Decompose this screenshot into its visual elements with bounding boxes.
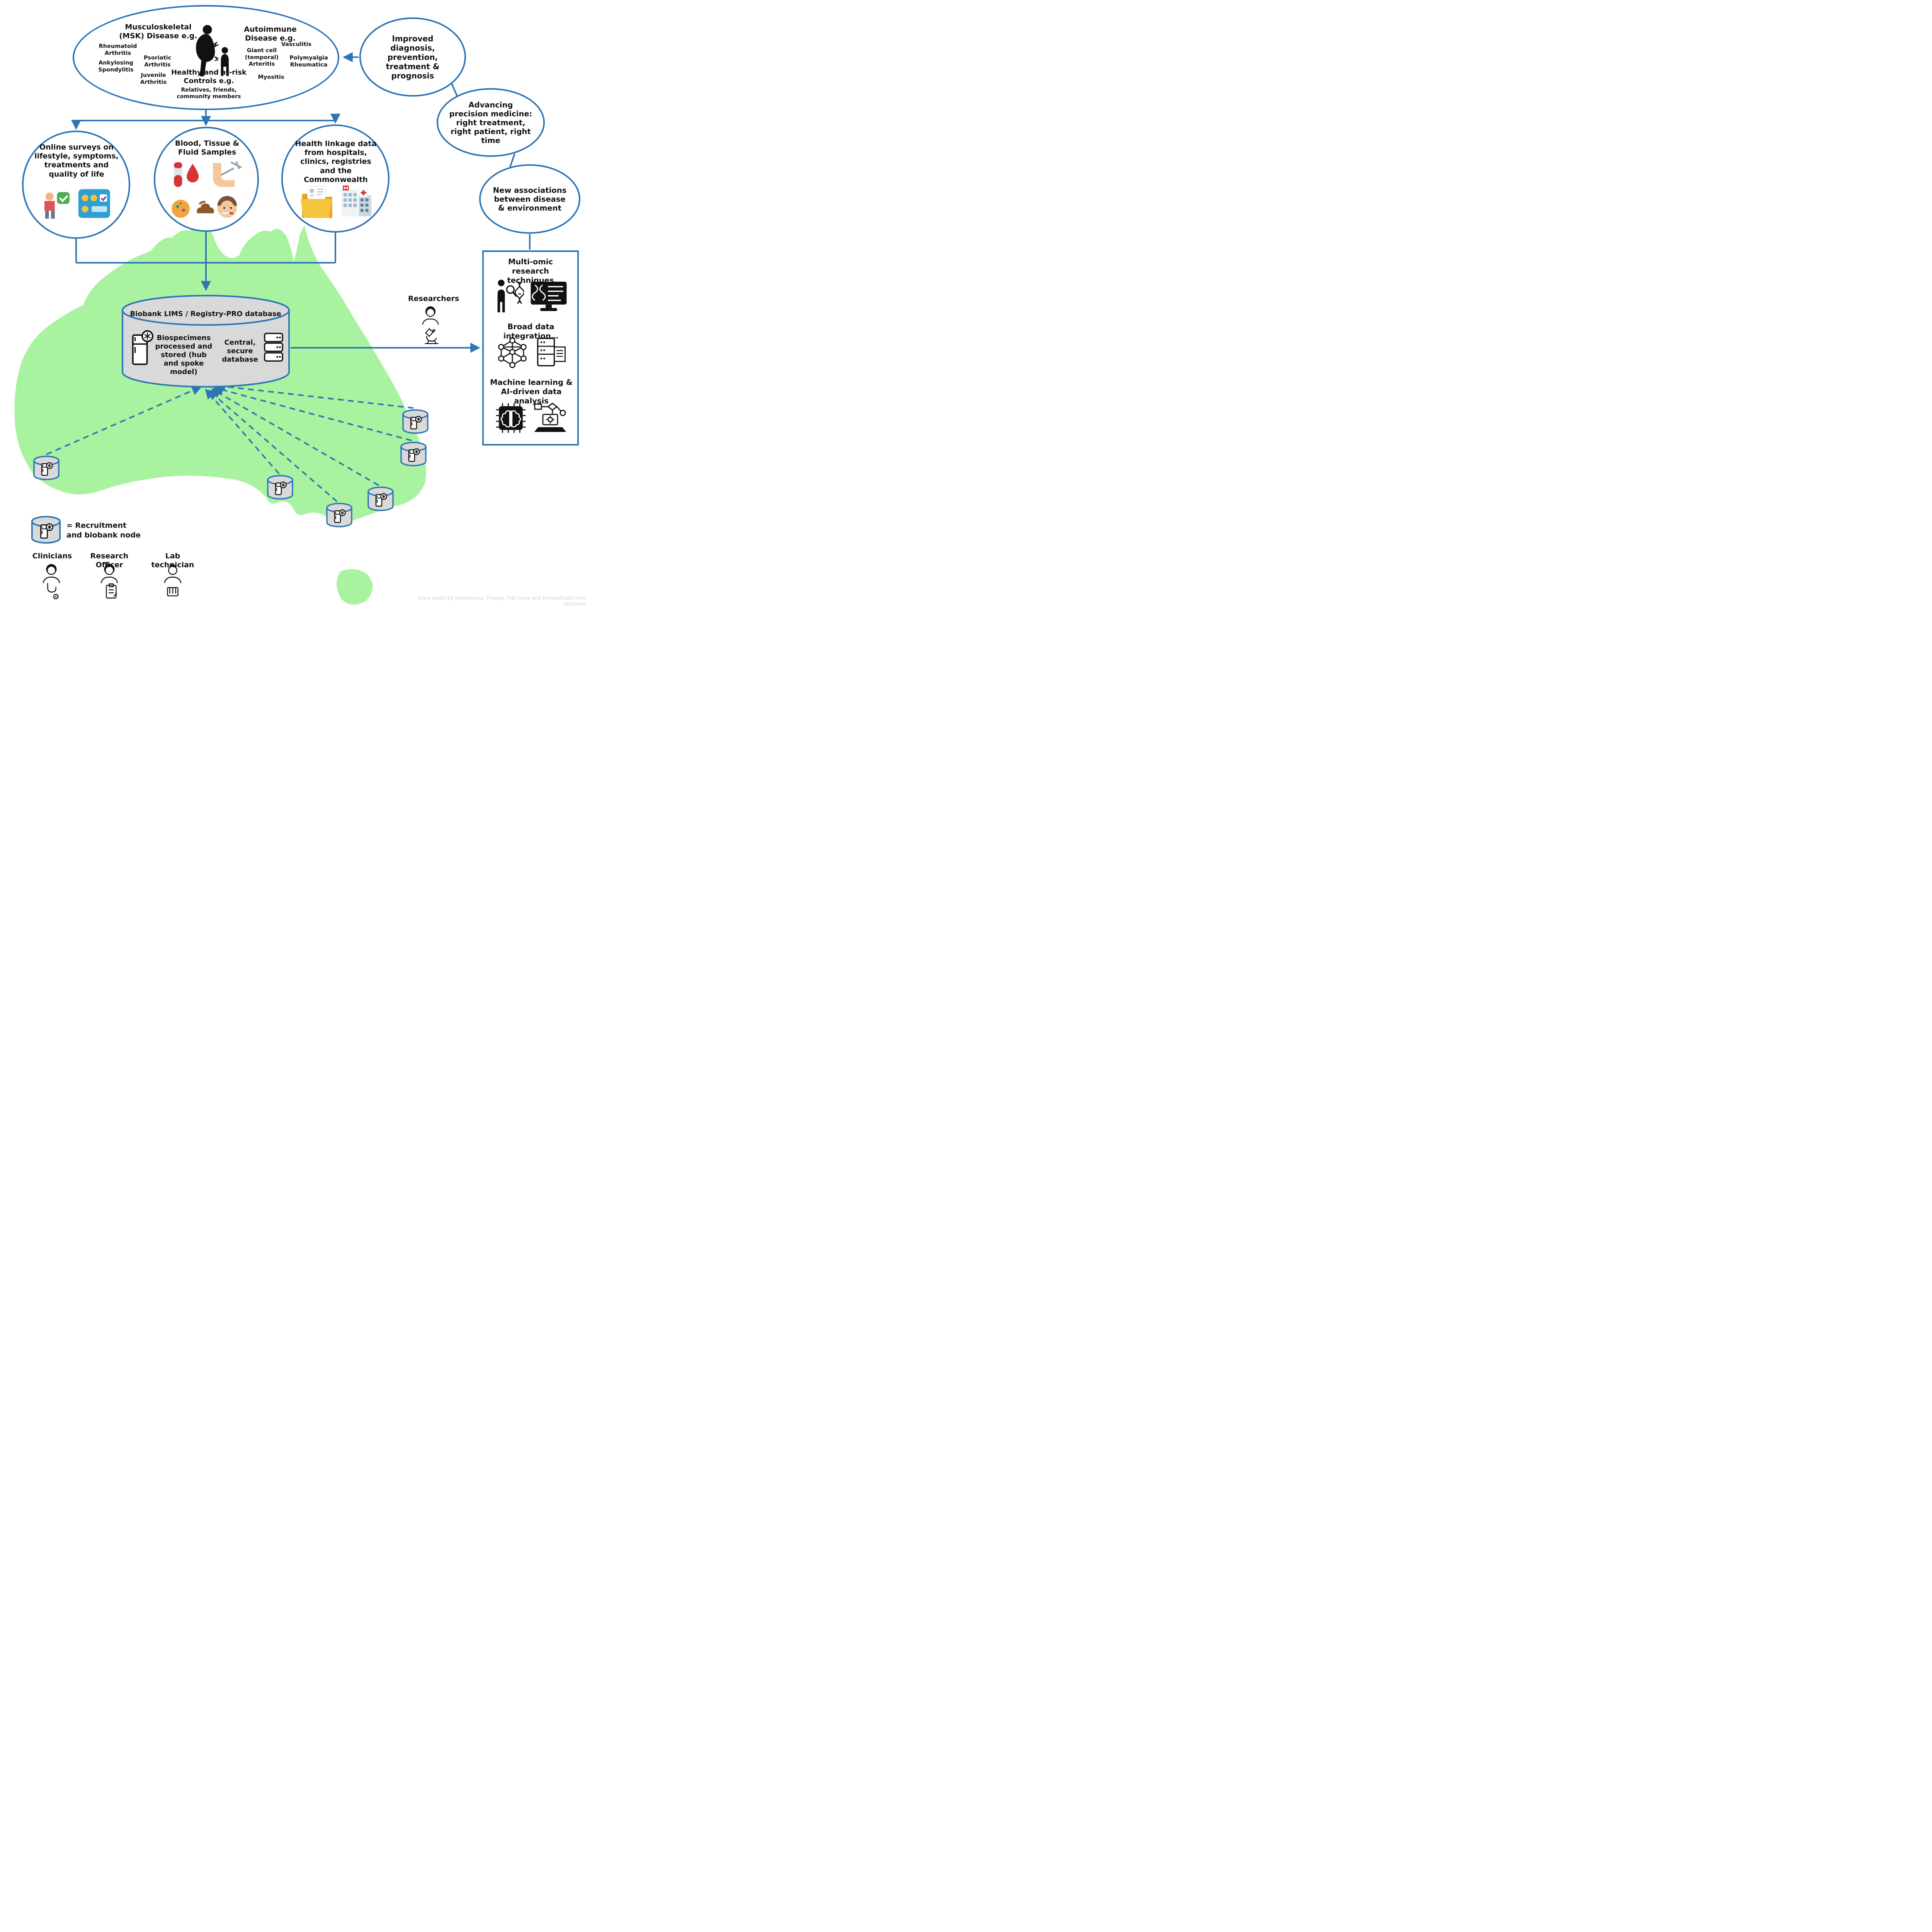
msk-title: Musculoskeletal (MSK) Disease e.g. [119, 23, 197, 41]
autoimmune-item: Giant cell (temporal) Arteritis [245, 48, 279, 68]
msk-item: Juvenile Arthritis [140, 72, 167, 85]
biobank-node [265, 474, 295, 501]
microscope-icon [422, 327, 441, 345]
samples-circle: Blood, Tissue & Fluid Samples [154, 127, 259, 232]
controls-subtitle: Relatives, friends, community members [177, 87, 241, 100]
outcome-improved-label: Improved diagnosis, prevention, treatmen… [386, 34, 440, 80]
dashed-node-1 [46, 386, 202, 455]
central-db-label: Central, secure database [222, 338, 258, 364]
machine-learning-title: Machine learning & AI-driven data analys… [490, 378, 573, 405]
server-files-icon [536, 336, 568, 369]
dashed-node-5 [213, 385, 412, 441]
biobank-node [325, 502, 354, 529]
biobank-node [401, 408, 430, 435]
autoimmune-item: Polymyalgia Rheumatica [289, 55, 328, 68]
outcome-associations-ellipse: New associations between disease & envir… [479, 164, 580, 234]
diagram-canvas: Musculoskeletal (MSK) Disease e.g. Rheum… [0, 0, 591, 605]
freezer-icon [130, 329, 154, 368]
dashed-node-6 [215, 381, 414, 409]
biospecimens-label: Biospecimens processed and stored (hub a… [155, 334, 213, 376]
researchers-label: Researchers [408, 294, 459, 303]
outcome-precision-label: Advancing precision medicine: right trea… [449, 100, 532, 145]
biobank-node [399, 440, 428, 468]
lab-technician-icon [161, 563, 185, 603]
linkage-circle: Health linkage data from hospitals, clin… [281, 124, 389, 233]
clinician-icon [39, 563, 63, 603]
surveys-icon [38, 185, 116, 226]
database-title: Biobank LIMS / Registry-PRO database [130, 310, 281, 318]
surveys-circle: Online surveys on lifestyle, symptoms, t… [22, 131, 130, 239]
scientist-dna-icon [495, 278, 524, 314]
legend-node-label: = Recruitment and biobank node [66, 521, 141, 539]
surveys-label: Online surveys on lifestyle, symptoms, t… [34, 143, 119, 179]
dashed-node-4 [211, 388, 379, 486]
line-precision-to-associations [509, 153, 515, 167]
dashed-node-3 [208, 389, 338, 502]
linkage-icon [299, 184, 374, 222]
role-clinicians-label: Clinicians [32, 552, 72, 560]
network-graph-icon [496, 336, 529, 369]
outcome-associations-label: New associations between disease & envir… [493, 185, 567, 213]
msk-item: Psoriatic Arthritis [143, 55, 172, 68]
autoimmune-item: Myositis [258, 74, 284, 80]
database-stack-icon [263, 332, 284, 364]
monitor-dna-icon [529, 281, 568, 313]
biobank-node [366, 485, 395, 512]
tree-top [76, 110, 335, 121]
samples-label: Blood, Tissue & Fluid Samples [175, 139, 240, 157]
researcher-person-icon [420, 305, 441, 326]
cohort-ellipse: Musculoskeletal (MSK) Disease e.g. Rheum… [73, 5, 339, 110]
research-officer-icon [97, 563, 121, 603]
ai-chip-brain-icon [495, 402, 527, 434]
autoimmune-item: Vasculitis [281, 41, 312, 48]
samples-icon [168, 160, 247, 224]
linkage-label: Health linkage data from hospitals, clin… [295, 139, 377, 184]
outcome-improved-ellipse: Improved diagnosis, prevention, treatmen… [359, 17, 466, 97]
biobank-node [32, 454, 61, 481]
controls-title: Healthy and at-risk Controls e.g. [171, 68, 247, 85]
tasmania [337, 569, 373, 605]
tree-bottom [75, 232, 336, 264]
dashed-node-2 [205, 389, 280, 474]
legend-node-icon [29, 512, 63, 548]
autoimmune-title: Autoimmune Disease e.g. [244, 25, 297, 43]
outcome-precision-ellipse: Advancing precision medicine: right trea… [437, 88, 545, 157]
patients-silhouette-icon [187, 22, 233, 80]
research-box: Multi-omic research techniques Broad dat [482, 250, 579, 446]
msk-item: Ankylosing Spondylitis [98, 60, 134, 73]
central-database-cylinder [120, 293, 292, 391]
msk-item: Rheumatoid Arthritis [99, 43, 137, 56]
laptop-flowchart-icon [532, 402, 569, 435]
icon-attribution: Icons made by Smashicons, Freepik, Flat … [418, 595, 587, 605]
